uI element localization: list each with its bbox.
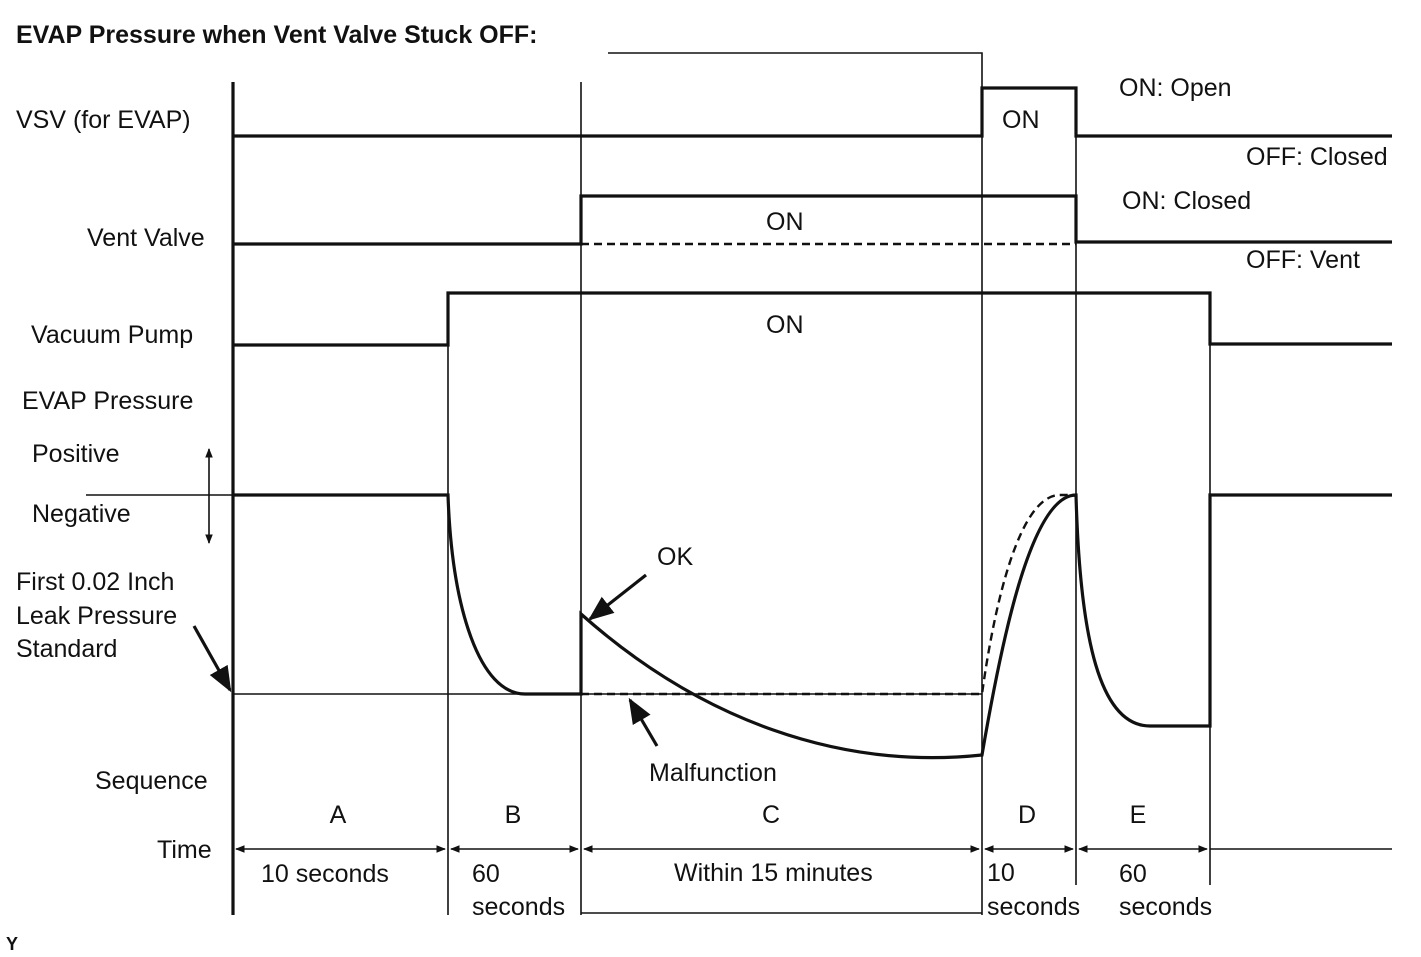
- vent-valve-label: Vent Valve: [87, 224, 205, 252]
- malfunction-pointer-arrow: [628, 697, 659, 747]
- duration-b-line2: seconds: [472, 893, 565, 921]
- vacuum-pump-signal: [233, 291, 1392, 347]
- diagram-title: EVAP Pressure when Vent Valve Stuck OFF:: [16, 21, 538, 49]
- pump-on-label: ON: [766, 311, 804, 339]
- sequence-c: C: [762, 801, 780, 829]
- sequence-a: A: [330, 801, 347, 829]
- vent-on-label: ON: [766, 208, 804, 236]
- duration-b-line1: 60: [472, 860, 500, 888]
- duration-d-line2: seconds: [987, 893, 1080, 921]
- vsv-signal: [233, 86, 1392, 138]
- evap-pressure-malfunction-curve: [581, 493, 1076, 696]
- vent-valve-signal: [233, 194, 1392, 246]
- time-label: Time: [157, 836, 212, 864]
- corner-mark: Y: [6, 934, 18, 954]
- vsv-on-meaning: ON: Open: [1119, 74, 1232, 102]
- vsv-off-meaning: OFF: Closed: [1246, 143, 1388, 171]
- duration-e-line1: 60: [1119, 860, 1147, 888]
- leak-standard-pointer-arrow: [192, 625, 232, 693]
- positive-label: Positive: [32, 440, 120, 468]
- duration-c: Within 15 minutes: [674, 859, 873, 887]
- vent-on-meaning: ON: Closed: [1122, 187, 1251, 215]
- vent-off-meaning: OFF: Vent: [1246, 246, 1360, 274]
- sequence-e: E: [1130, 801, 1147, 829]
- ok-label: OK: [657, 543, 693, 571]
- duration-e-line2: seconds: [1119, 893, 1212, 921]
- malfunction-label: Malfunction: [649, 759, 777, 787]
- sequence-label: Sequence: [95, 767, 208, 795]
- leak-standard-label-line1: First 0.02 Inch: [16, 568, 174, 596]
- title-leader-line: [608, 52, 983, 88]
- sequence-b: B: [505, 801, 522, 829]
- negative-label: Negative: [32, 500, 131, 528]
- evap-pressure-curve: [233, 493, 1392, 760]
- evap-pressure-label: EVAP Pressure: [22, 387, 193, 415]
- duration-d-line1: 10: [987, 859, 1015, 887]
- leak-standard-label-line2: Leak Pressure: [16, 602, 177, 630]
- vacuum-pump-label: Vacuum Pump: [31, 321, 193, 349]
- vsv-label: VSV (for EVAP): [16, 106, 191, 134]
- vsv-on-label: ON: [1002, 106, 1040, 134]
- sequence-d: D: [1018, 801, 1036, 829]
- leak-standard-label-line3: Standard: [16, 635, 117, 663]
- ok-pointer-arrow: [587, 573, 647, 621]
- duration-a: 10 seconds: [261, 860, 389, 888]
